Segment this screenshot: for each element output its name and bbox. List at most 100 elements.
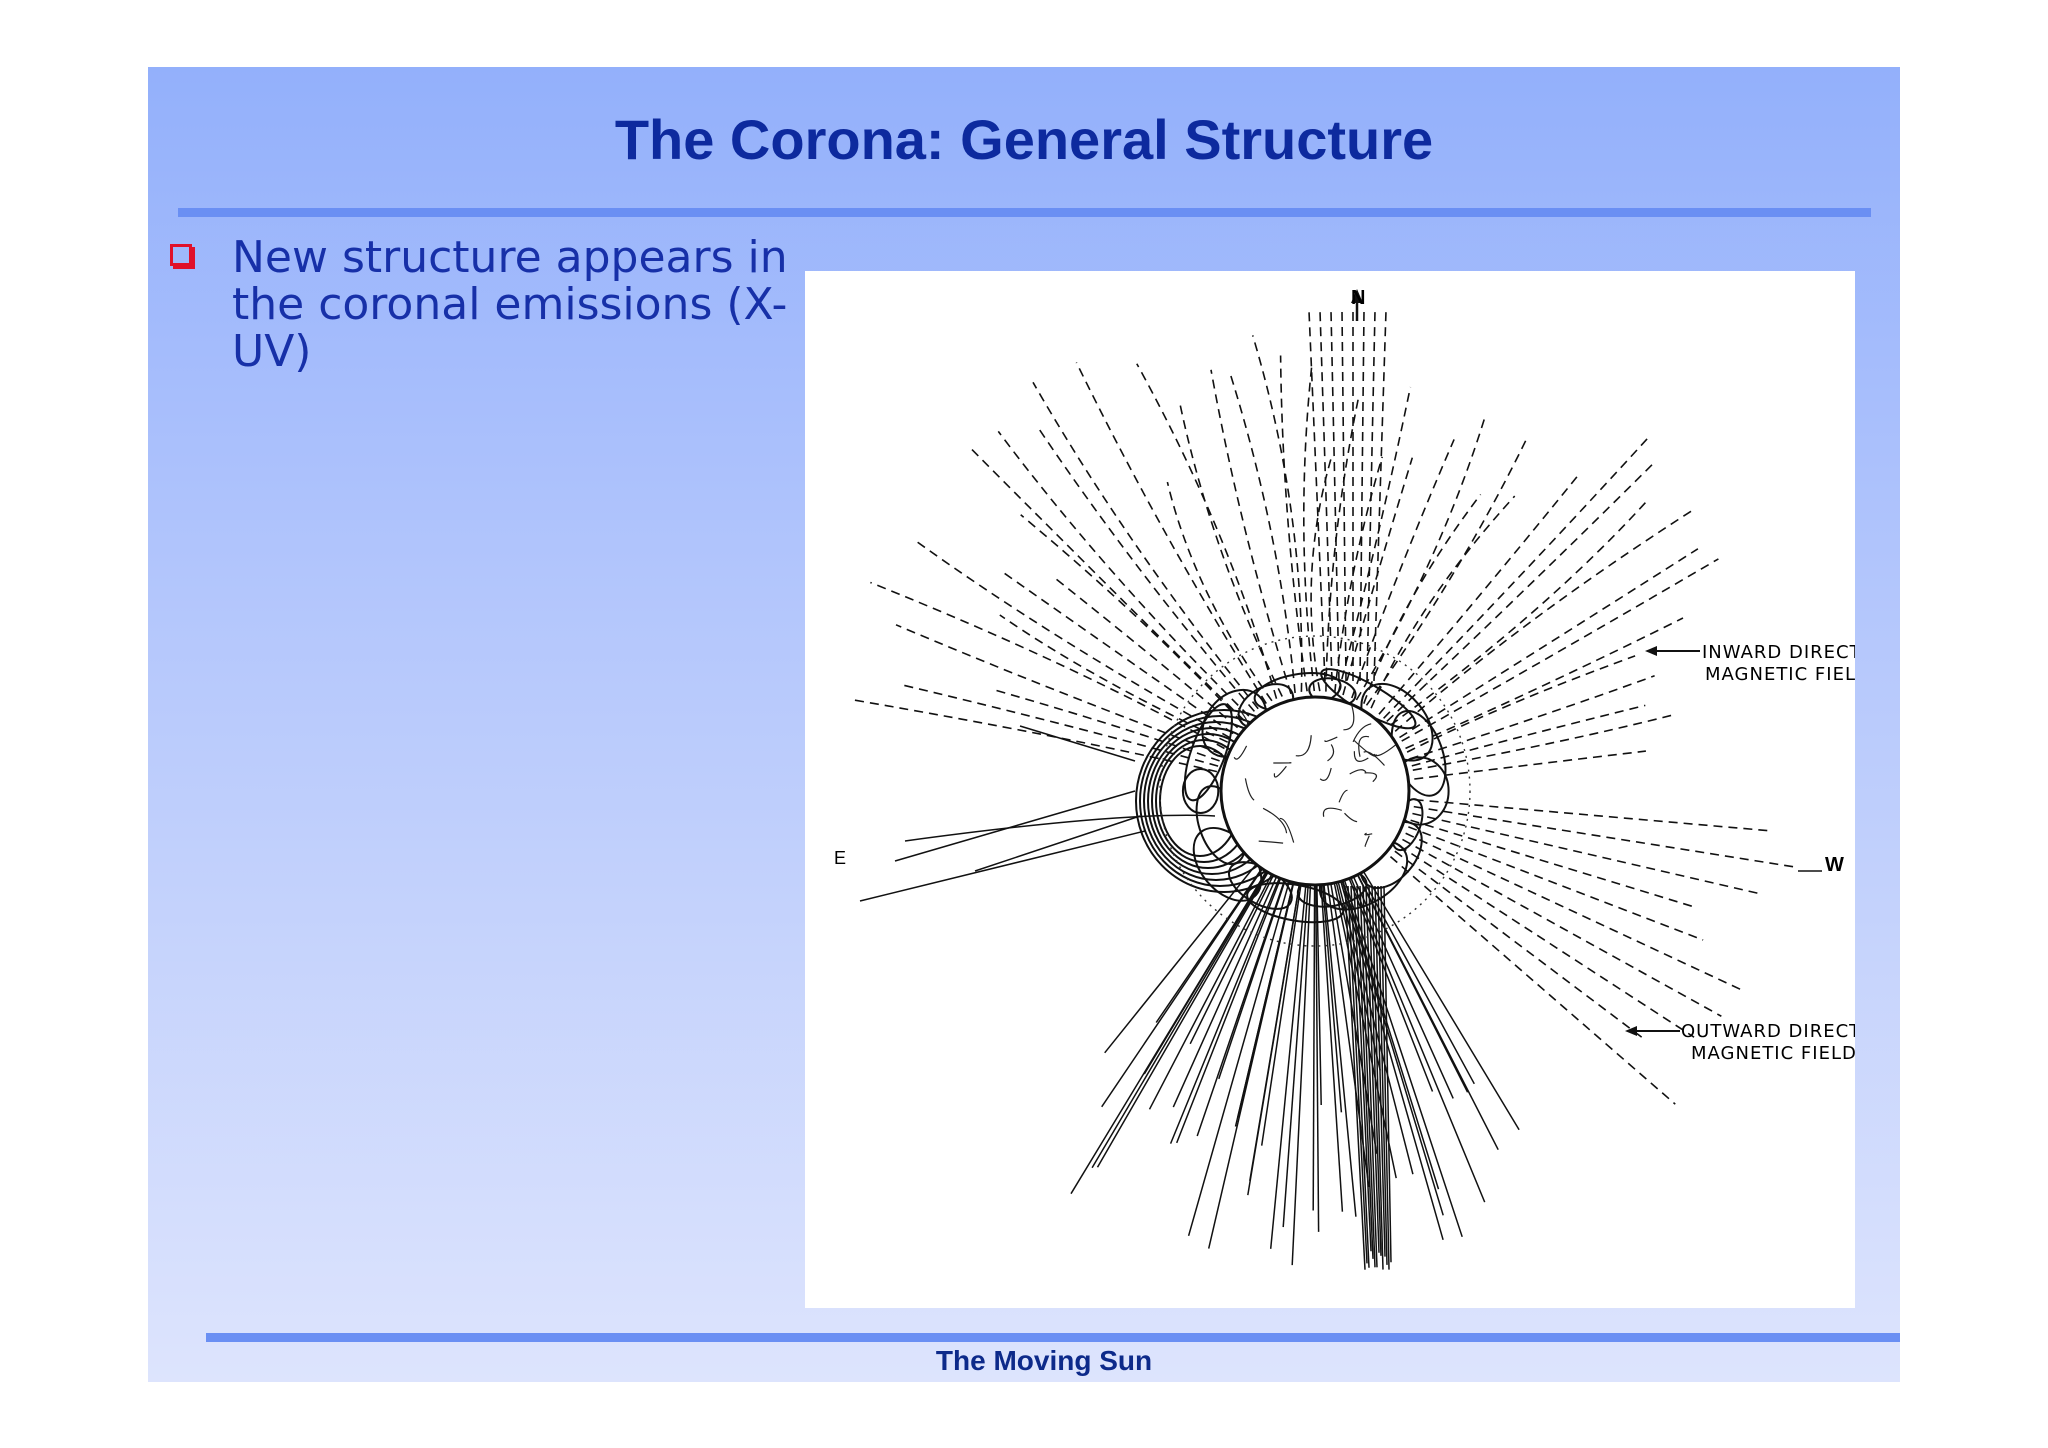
disk-feature-line (1364, 835, 1370, 847)
footer-divider (206, 1333, 1900, 1342)
sun-disk (1219, 695, 1411, 887)
south-bundle-line (1353, 885, 1372, 1252)
disk-feature-line (1319, 767, 1332, 782)
solid-field-line (1353, 877, 1454, 1099)
dashed-field-line (854, 699, 1218, 773)
dashed-field-line (991, 688, 1220, 762)
solid-field-line (1282, 885, 1309, 1228)
dashed-field-line (1411, 704, 1646, 767)
south-bundle-line (1371, 885, 1384, 1270)
outward-label-line2: MAGNETIC FIELD (1691, 1043, 1855, 1064)
disk-feature-line (1233, 745, 1248, 760)
disk-feature-line (1353, 751, 1369, 762)
dashed-field-line (1363, 494, 1482, 704)
disk-feature-line (1349, 769, 1367, 775)
dashed-field-line (971, 448, 1245, 722)
solid-field-line (1096, 872, 1269, 1168)
inward-label-line1: INWARD DIRECTED (1702, 642, 1855, 663)
north-dashed-field-line (1308, 310, 1326, 682)
north-dashed-field-line (1330, 310, 1340, 682)
solid-field-line (1327, 884, 1370, 1188)
corona-magnetic-field-diagram: N S E W INWARD DIRECTED MAGNETIC FIELD O… (805, 271, 1855, 1308)
footer-text: The Moving Sun (935, 1345, 1153, 1376)
south-bundle-line (1374, 885, 1386, 1257)
disk-feature-line (1353, 740, 1377, 757)
dashed-field-line (1000, 570, 1234, 735)
solid-field-line (1176, 879, 1281, 1144)
disk-feature-line (1273, 765, 1287, 778)
south-bundle-line (1368, 885, 1382, 1256)
solid-field-line (1363, 872, 1520, 1131)
dashed-field-line (1389, 500, 1648, 726)
dashed-field-line (1370, 495, 1516, 709)
east-solid-field-line (904, 814, 1216, 842)
dashed-field-line (1365, 437, 1528, 706)
inward-arrow-icon (1645, 646, 1657, 656)
solid-field-line (1312, 885, 1316, 1211)
north-dashed-field-line (1373, 310, 1387, 682)
west-dashed-field-line (1413, 805, 1799, 869)
solid-field-line (1323, 885, 1357, 1217)
north-arrow-icon (1351, 289, 1363, 303)
solid-field-line (1260, 884, 1302, 1146)
south-bundle-line (1362, 885, 1378, 1268)
disk-feature-line (1343, 704, 1355, 731)
dashed-field-line (870, 581, 1225, 750)
north-dashed-field-line (1366, 310, 1376, 682)
disk-feature-line (1295, 735, 1312, 757)
solid-field-line (1218, 880, 1286, 1080)
south-bundle-line (1365, 885, 1380, 1253)
west-dashed-field-line (1394, 850, 1644, 1040)
disk-feature-line (1258, 840, 1284, 844)
coronal-loop (1246, 882, 1345, 924)
disk-feature-line (1358, 735, 1370, 757)
solid-field-line (1187, 882, 1290, 1237)
outward-arrow-icon (1625, 1026, 1637, 1036)
dashed-field-line (895, 624, 1223, 755)
solid-field-line (1237, 883, 1294, 1118)
disk-feature-line (1327, 744, 1335, 762)
west-dashed-field-line (1398, 844, 1695, 1038)
west-dashed-field-line (1410, 819, 1693, 908)
label-west: W (1825, 854, 1844, 876)
dashed-field-line (1229, 373, 1296, 694)
solid-field-line (1169, 878, 1280, 1144)
south-bundle-line (1383, 885, 1392, 1263)
title-divider (178, 208, 1871, 217)
solid-field-line (1315, 885, 1320, 1232)
disk-feature-line (1279, 817, 1295, 843)
south-bundle-line (1347, 885, 1368, 1264)
north-dashed-field-line (1359, 310, 1365, 682)
east-solid-field-line (859, 830, 1146, 902)
disk-feature-line (1322, 807, 1342, 817)
disk-feature-line (1244, 778, 1255, 801)
dashed-field-line (1383, 438, 1648, 719)
dashed-field-line (1136, 363, 1278, 699)
dashed-field-line (1351, 439, 1455, 699)
dashed-field-line (1386, 463, 1654, 722)
south-bundle-line (1350, 885, 1370, 1268)
dashed-field-line (902, 684, 1219, 767)
coronal-loop (1181, 768, 1220, 814)
disk-feature-line (1352, 723, 1372, 743)
dashed-field-line (1053, 576, 1239, 729)
solid-field-line (1196, 880, 1286, 1137)
south-bundle-line (1377, 885, 1388, 1265)
solid-field-line (1291, 885, 1312, 1266)
dashed-field-line (1406, 655, 1636, 753)
dashed-field-line (1355, 418, 1486, 701)
dashed-field-line (1394, 510, 1692, 732)
north-dashed-field-line (1341, 310, 1347, 682)
dashed-field-line (1302, 363, 1316, 692)
disk-feature-line (1364, 772, 1378, 783)
dashed-field-line (1210, 369, 1292, 695)
south-bundle-line (1359, 885, 1376, 1268)
dashed-field-line (1405, 617, 1684, 750)
slide: The Corona: General Structure New struct… (148, 67, 1900, 1382)
west-dashed-field-line (1408, 826, 1704, 941)
inward-label-line2: MAGNETIC FIELD (1705, 664, 1855, 685)
dashed-field-line (1414, 750, 1646, 780)
south-bundle-line (1380, 885, 1390, 1270)
disk-feature-line (1364, 832, 1373, 836)
south-bundle-line (1356, 885, 1374, 1259)
